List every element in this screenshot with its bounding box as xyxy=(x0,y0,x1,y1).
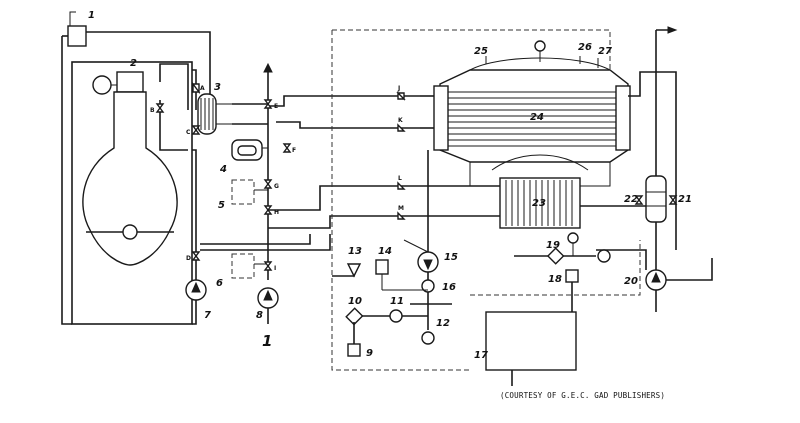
boiler-pump-motor xyxy=(92,75,112,95)
valve-group-abc xyxy=(155,63,232,151)
label-16: 16 xyxy=(442,282,456,293)
gauge-12 xyxy=(421,331,435,345)
valve-label-j: J xyxy=(397,85,400,92)
valve-labels: A B C D E F G H I J K L M xyxy=(150,85,404,272)
valve-label-a: A xyxy=(200,85,205,92)
label-13: 13 xyxy=(348,246,362,257)
label-1: 1 xyxy=(88,10,95,21)
label-23: 23 xyxy=(532,198,546,209)
label-3: 3 xyxy=(214,82,221,93)
valve-label-f: F xyxy=(292,147,296,154)
label-11: 11 xyxy=(390,296,404,307)
evaporator-vessel xyxy=(82,91,178,266)
label-4: 4 xyxy=(219,164,227,175)
component-labels: 1 2 3 4 5 6 7 8 9 10 11 12 13 14 15 16 1… xyxy=(88,10,692,361)
vessel-neck-top xyxy=(116,71,144,93)
label-19: 19 xyxy=(546,240,560,251)
valve-label-i: I xyxy=(274,265,276,272)
label-15: 15 xyxy=(444,252,458,263)
filter-6 xyxy=(231,253,255,279)
credit-line: (COURTESY OF G.E.C. GAD PUBLISHERS) xyxy=(500,391,665,400)
valve-label-b: B xyxy=(150,107,155,114)
valve-label-e: E xyxy=(274,103,278,110)
filter-5 xyxy=(231,179,255,205)
boiler-section xyxy=(61,11,211,325)
valve-11 xyxy=(389,309,403,323)
valve-label-m: M xyxy=(398,205,404,212)
coil-3 xyxy=(197,93,217,135)
valve-label-h: H xyxy=(274,209,279,216)
valve-10 xyxy=(345,307,364,326)
box-18 xyxy=(565,269,579,283)
unit-14 xyxy=(375,259,389,275)
label-20: 20 xyxy=(624,276,638,287)
condenser-24 xyxy=(433,40,631,163)
label-14: 14 xyxy=(378,246,392,257)
exchanger-23 xyxy=(396,91,611,229)
label-26: 26 xyxy=(578,42,592,53)
control-loop xyxy=(332,150,452,357)
pressure-gauge-top xyxy=(534,40,546,52)
vessel-sight-glass xyxy=(122,224,138,240)
label-6: 6 xyxy=(216,278,223,289)
label-8: 8 xyxy=(256,310,263,321)
label-27: 27 xyxy=(598,46,612,57)
label-2: 2 xyxy=(130,58,137,69)
label-9: 9 xyxy=(366,348,373,359)
figure-number: 1 xyxy=(262,332,272,350)
valve-label-c: C xyxy=(186,129,191,136)
valve-19 xyxy=(546,247,565,265)
label-17: 17 xyxy=(474,350,488,361)
label-5: 5 xyxy=(218,200,225,211)
label-22: 22 xyxy=(624,194,638,205)
unit-13 xyxy=(346,263,362,278)
label-24: 24 xyxy=(530,112,544,123)
valve-label-g: G xyxy=(274,183,279,190)
label-18: 18 xyxy=(548,274,562,285)
label-7: 7 xyxy=(204,310,211,321)
control-panel-17 xyxy=(485,311,577,371)
gauge-19 xyxy=(567,232,579,244)
label-12: 12 xyxy=(436,318,450,329)
box-9 xyxy=(347,343,361,357)
label-10: 10 xyxy=(348,296,362,307)
control-units xyxy=(485,232,611,386)
panel-boundary xyxy=(332,29,611,80)
boiler-casing xyxy=(71,61,193,325)
valve-label-k: K xyxy=(398,117,403,124)
header-tank xyxy=(67,25,87,47)
label-21: 21 xyxy=(678,194,692,205)
separator-21-22 xyxy=(580,26,713,312)
valve-label-l: L xyxy=(398,175,402,182)
label-25: 25 xyxy=(474,46,488,57)
central-riser xyxy=(185,62,420,324)
valve-label-d: D xyxy=(186,255,191,262)
